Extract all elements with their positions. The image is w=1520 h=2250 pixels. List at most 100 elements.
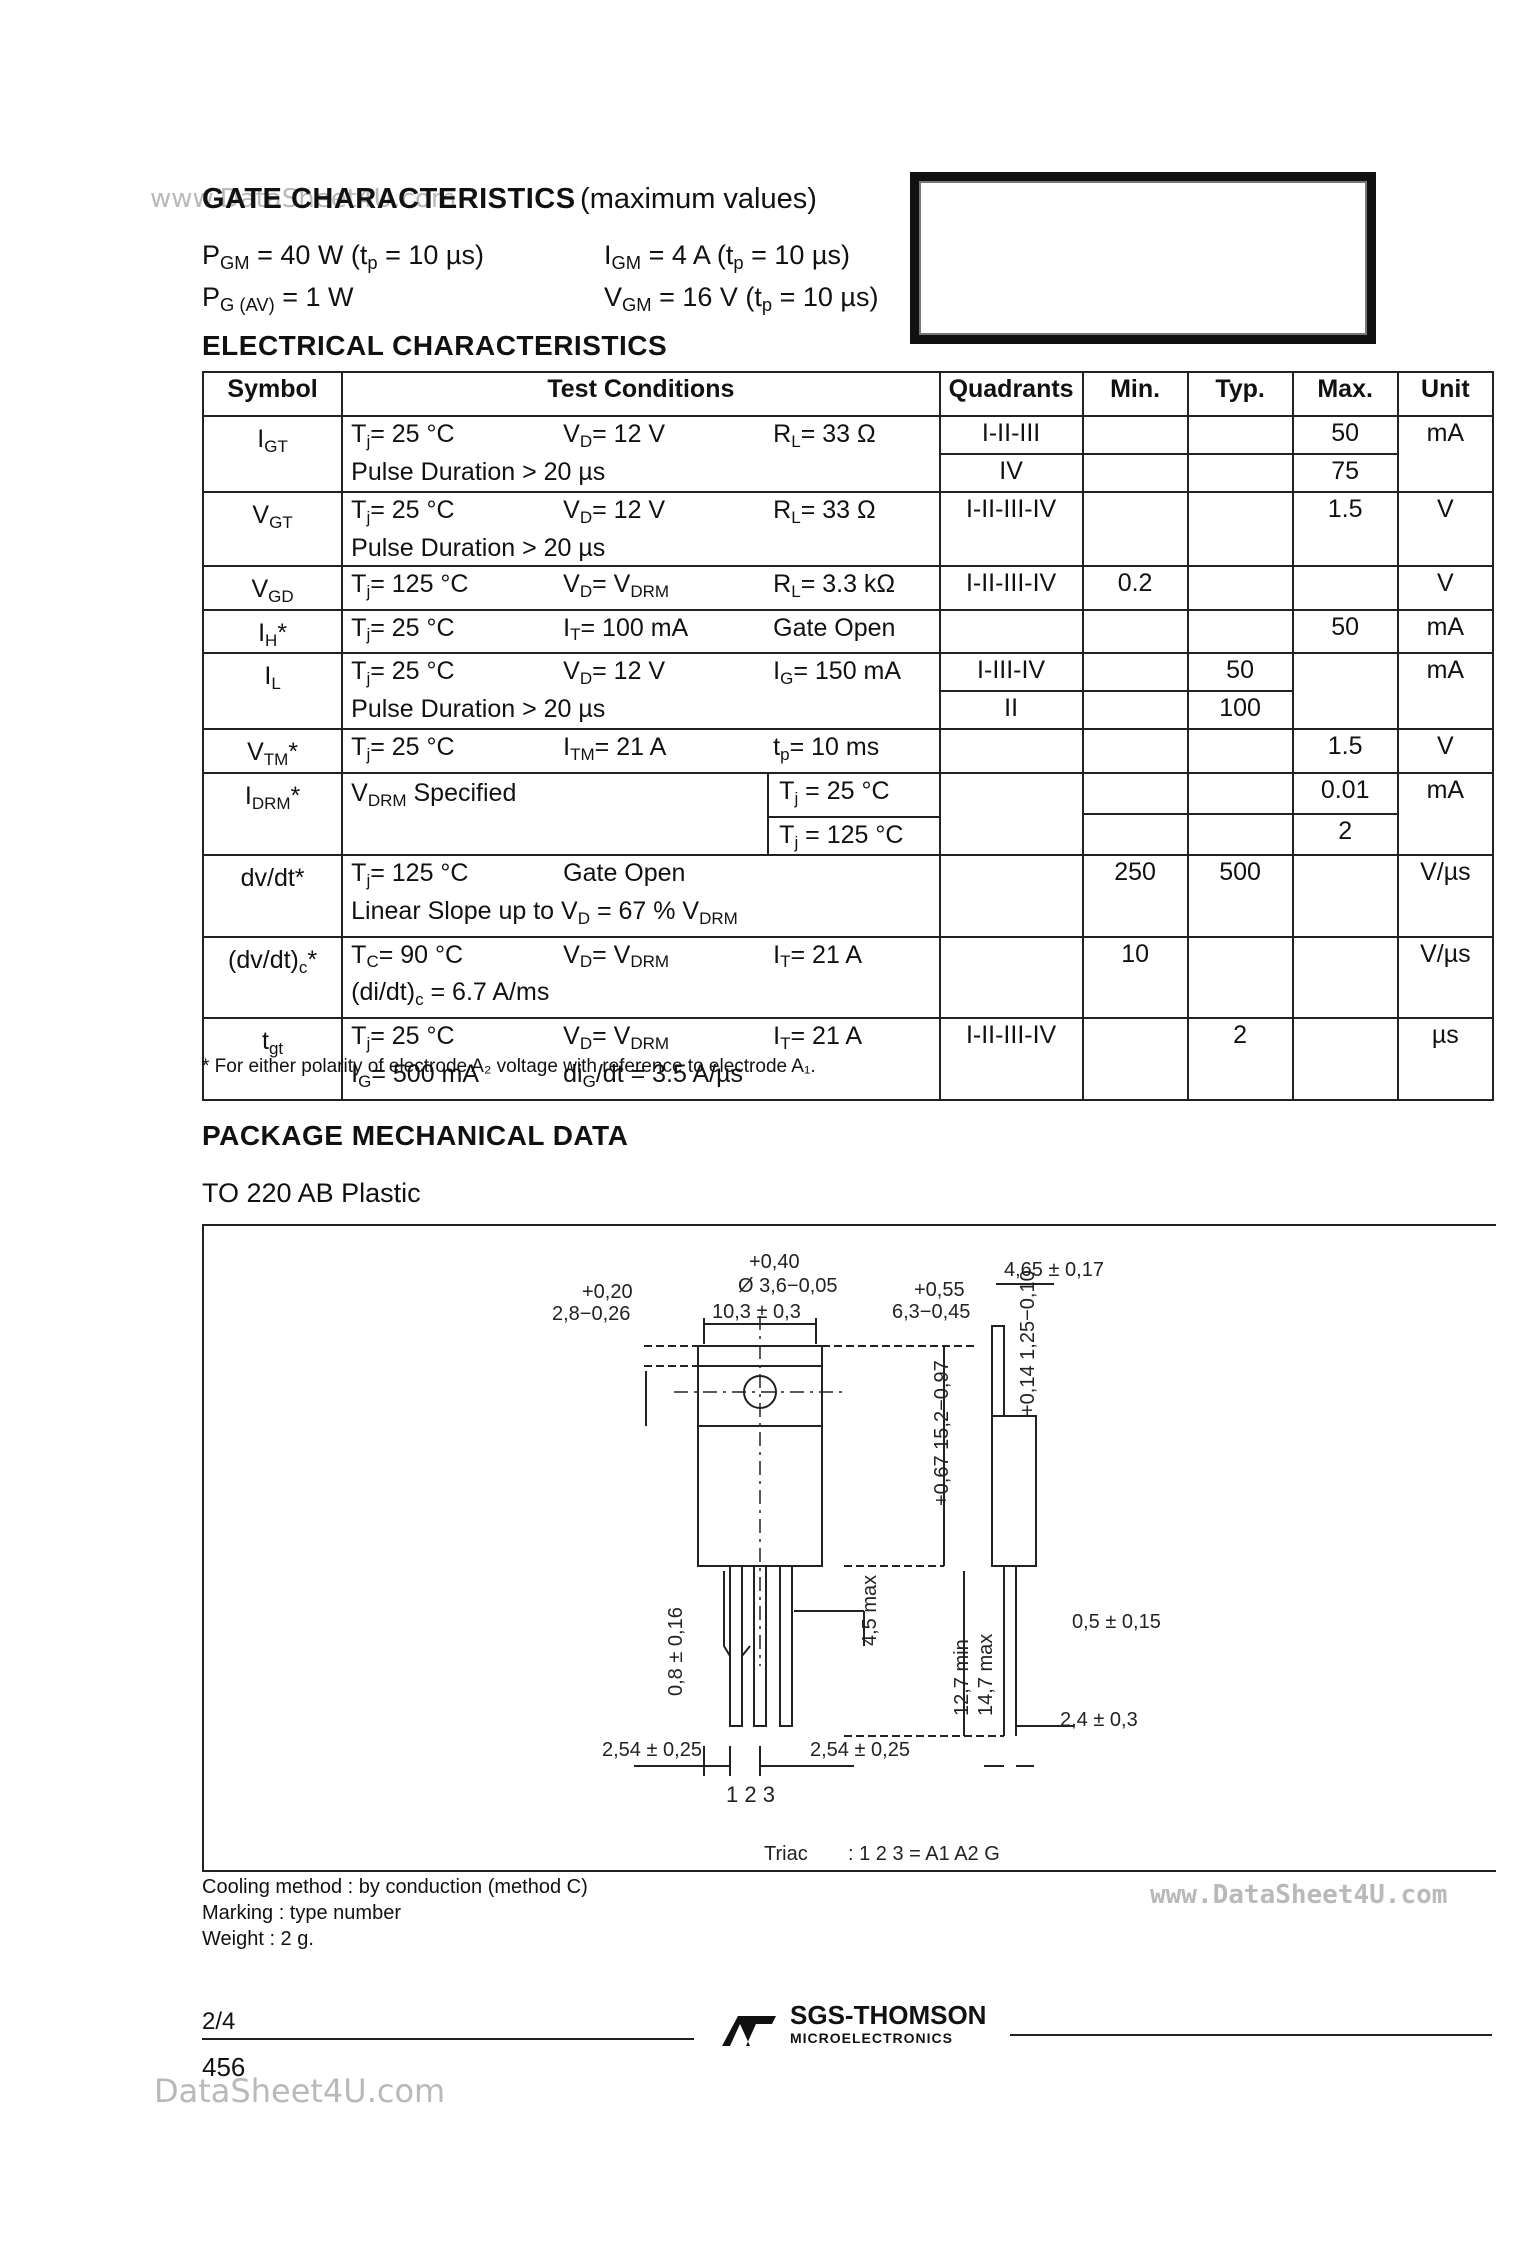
dim-tab: 2,8−0,26: [552, 1303, 630, 1325]
col-symbol: Symbol: [201, 371, 344, 417]
max-cell: 75: [1291, 453, 1399, 493]
table-row: II 100: [203, 690, 1493, 731]
col-unit: Unit: [1396, 371, 1495, 417]
col-typ: Typ.: [1186, 371, 1294, 417]
lead-3: [779, 1565, 793, 1727]
triac-caption-label: Triac: [764, 1843, 808, 1865]
symbol-igt: IGT: [201, 415, 344, 493]
col-max: Max.: [1291, 371, 1399, 417]
brand-name: SGS-THOMSON: [790, 2000, 987, 2030]
unit-cell: mA: [1396, 415, 1495, 493]
marking-note: Marking : type number: [202, 1902, 401, 1924]
min-cell: 250: [1081, 854, 1189, 938]
side-body: [991, 1415, 1037, 1567]
quadrant-cell: I-II-III-IV: [938, 1017, 1084, 1101]
igm-spec: IGM = 4 A (tp = 10 µs): [604, 240, 850, 274]
pg-spec: PG (AV) = 1 W: [202, 282, 354, 316]
dim-hole-tol: +0,40: [749, 1251, 800, 1273]
footer-rule-left: [202, 2038, 694, 2040]
dim-hole: Ø 3,6−0,05: [738, 1275, 838, 1297]
pin-numbers: 1 2 3: [726, 1782, 775, 1807]
dim-tab-tol: +0,20: [582, 1281, 633, 1303]
unit-cell: mA: [1396, 608, 1495, 655]
package-drawing-frame: +0,40 Ø 3,6−0,05 +0,20 2,8−0,26 10,3 ± 0…: [202, 1224, 1496, 1872]
symbol-tgt: tgt: [201, 1017, 344, 1101]
table-header-row: Symbol Test Conditions Quadrants Min. Ty…: [201, 371, 1495, 417]
quadrant-cell: I-II-III-IV: [938, 491, 1084, 567]
typ-cell: 100: [1186, 690, 1294, 731]
table-row: IV 75: [203, 453, 1493, 493]
dim-pitch-2: 2,54 ± 0,25: [810, 1739, 910, 1761]
symbol-vgd: VGD: [201, 564, 344, 611]
st-logo-icon: [722, 2016, 776, 2046]
dim-lead-shoulder: 4,5 max: [859, 1575, 881, 1646]
page-number: 456: [202, 2052, 246, 2082]
unit-cell: mA: [1396, 772, 1495, 856]
cooling-note: Cooling method : by conduction (method C…: [202, 1876, 588, 1898]
page-indicator: 2/4: [202, 2008, 236, 2035]
quadrant-cell: I-II-III-IV: [938, 564, 1084, 611]
weight-note: Weight : 2 g.: [202, 1928, 314, 1950]
dim-lead-thickness: 0,5 ± 0,15: [1072, 1611, 1161, 1633]
table-footnote: * For either polarity of electrode A₂ vo…: [202, 1056, 816, 1077]
symbol-dvdt: dv/dt*: [201, 854, 344, 938]
dim-lead-offset: 2,4 ± 0,3: [1060, 1709, 1138, 1731]
dim-pitch-1: 2,54 ± 0,25: [602, 1739, 702, 1761]
watermark-right: www.DataSheet4U.com: [1150, 1880, 1448, 1910]
col-quadrants: Quadrants: [938, 371, 1084, 417]
dim-height: +0,67 15,2−0,97: [931, 1360, 953, 1506]
st-logo: [716, 2010, 780, 2057]
unit-cell: V: [1396, 728, 1495, 774]
max-cell: 1.5: [1291, 728, 1399, 774]
symbol-ih: IH*: [201, 608, 344, 655]
vgm-spec: VGM = 16 V (tp = 10 µs): [604, 282, 879, 316]
quadrant-cell: IV: [938, 453, 1084, 493]
max-cell: 1.5: [1291, 491, 1399, 567]
col-test-conditions: Test Conditions: [341, 371, 941, 417]
unit-cell: V/µs: [1396, 854, 1495, 938]
symbol-dvdtc: (dv/dt)c*: [201, 935, 344, 1019]
lead-1: [729, 1565, 743, 1727]
conditions-idrm: VDRM Specified Tj = 25 °C Tj = 125 °C: [341, 772, 941, 856]
min-cell: 10: [1081, 935, 1189, 1019]
unit-cell: V/µs: [1396, 935, 1495, 1019]
typ-cell: 2: [1186, 1017, 1294, 1101]
unit-cell: mA: [1396, 652, 1495, 731]
max-cell: 50: [1291, 415, 1399, 455]
quadrant-cell: I-III-IV: [938, 652, 1084, 693]
unit-cell: V: [1396, 564, 1495, 611]
unit-cell: µs: [1396, 1017, 1495, 1101]
dim-lead-width: 0,8 ± 0,16: [665, 1607, 687, 1696]
dim-thickness: 4,65 ± 0,17: [1004, 1259, 1104, 1281]
typ-cell: 500: [1186, 854, 1294, 938]
symbol-vgt: VGT: [201, 491, 344, 567]
pkg-subtitle: TO 220 AB Plastic: [202, 1178, 421, 1208]
col-min: Min.: [1081, 371, 1189, 417]
quadrant-cell: I-II-III: [938, 415, 1084, 455]
watermark-bottom: DataSheet4U.com: [154, 2072, 446, 2110]
triac-caption-pins: : 1 2 3 = A1 A2 G: [848, 1843, 1000, 1865]
package-drawing: +0,40 Ø 3,6−0,05 +0,20 2,8−0,26 10,3 ± 0…: [552, 1251, 1161, 1865]
unit-cell: V: [1396, 491, 1495, 567]
max-cell: 2: [1291, 813, 1399, 856]
min-cell: 0.2: [1081, 564, 1189, 611]
gate-title: GATE CHARACTERISTICS: [202, 183, 576, 215]
dim-63: 6,3−0,45: [892, 1301, 970, 1323]
